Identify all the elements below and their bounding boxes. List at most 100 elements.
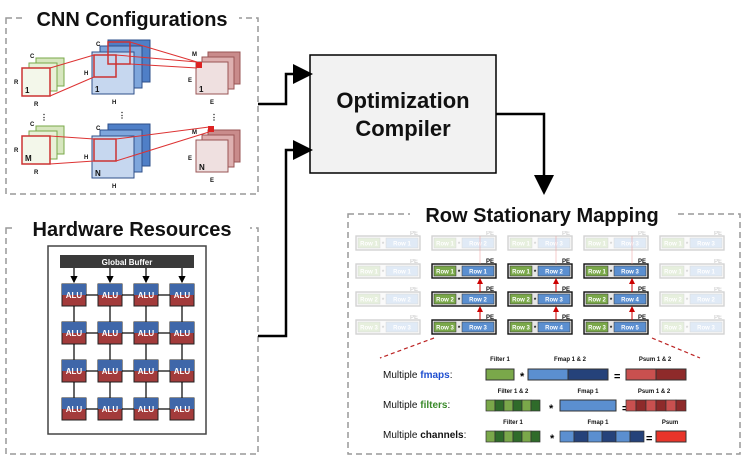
output-fmap-top: M E E 1 bbox=[188, 51, 241, 106]
bar-segment bbox=[625, 399, 637, 412]
pe-filter-row: Row 1 bbox=[512, 270, 530, 276]
fmap-index-n: N bbox=[95, 169, 101, 178]
pe-label: PE bbox=[714, 315, 722, 321]
multiple-fmaps-row: Multiple fmaps: Filter 1 Fmap 1 & 2 Psum… bbox=[383, 357, 687, 383]
fmaps-filter-bar bbox=[485, 368, 515, 381]
alu-cell: ALU bbox=[97, 283, 123, 307]
output-index-1: 1 bbox=[199, 85, 204, 94]
pe-times: * bbox=[458, 326, 461, 332]
pe-fmap-row: Row 4 bbox=[621, 298, 639, 304]
channels-word: channels bbox=[420, 430, 464, 441]
alu-label: ALU bbox=[174, 329, 191, 338]
pe-label: PE bbox=[562, 259, 570, 265]
bar-segment bbox=[485, 430, 496, 443]
pe-filter-row: Row 1 bbox=[512, 242, 530, 248]
output-dots: ⋮ bbox=[210, 113, 218, 122]
conv-projection-lines bbox=[49, 41, 210, 165]
pe-fmap-row: Row 4 bbox=[545, 326, 563, 332]
filter-index-1: 1 bbox=[25, 86, 30, 95]
pe-filter-row: Row 2 bbox=[588, 298, 606, 304]
channels-result-label: Psum bbox=[662, 420, 678, 426]
filter-r-label-h2: R bbox=[34, 170, 39, 176]
multiple-filters-row: Multiple filters: Filter 1 & 2 Fmap 1 Ps… bbox=[383, 389, 687, 415]
channels-operand1-label: Filter 1 bbox=[503, 420, 523, 426]
pe-label: PE bbox=[714, 287, 722, 293]
pe-times: * bbox=[686, 242, 689, 248]
fmaps-result-label: Psum 1 & 2 bbox=[639, 357, 672, 363]
pe-filter-row: Row 1 bbox=[588, 242, 606, 248]
bar-segment bbox=[629, 430, 645, 443]
pe-filter-row: Row 3 bbox=[436, 326, 454, 332]
bar-segment bbox=[601, 430, 617, 443]
bar-segment bbox=[559, 430, 575, 443]
pe-filter-row: Row 2 bbox=[360, 298, 378, 304]
filters-fmap-bar bbox=[559, 399, 617, 412]
multiple-channels-row: Multiple channels: Filter 1 Fmap 1 Psum … bbox=[383, 420, 687, 445]
pe-filter-row: Row 3 bbox=[664, 326, 682, 332]
channels-psum-bar bbox=[655, 430, 687, 443]
alu-label: ALU bbox=[138, 291, 155, 300]
alu-label: ALU bbox=[174, 367, 191, 376]
alu-label: ALU bbox=[102, 329, 119, 338]
fmap-h-label-h2: H bbox=[112, 184, 116, 190]
fmap-dots: ⋮ bbox=[118, 111, 126, 120]
bar-segment bbox=[530, 399, 541, 412]
pe-times: * bbox=[686, 270, 689, 276]
pe-fmap-row: Row 1 bbox=[393, 242, 411, 248]
pe-filter-row: Row 1 bbox=[588, 270, 606, 276]
filter-index-m: M bbox=[25, 154, 32, 163]
pe-times: * bbox=[458, 270, 461, 276]
output-fmap-bottom: M E E N bbox=[188, 126, 241, 184]
filters-line: Multiple filters: bbox=[383, 400, 450, 411]
fmaps-word: fmaps bbox=[420, 370, 450, 381]
channels-blue-bars bbox=[559, 430, 645, 443]
channels-line: Multiple channels: bbox=[383, 430, 466, 441]
bar-segment bbox=[665, 399, 677, 412]
alu-label: ALU bbox=[138, 405, 155, 414]
fmaps-line: Multiple fmaps: bbox=[383, 370, 452, 381]
pe-fmap-row: Row 1 bbox=[393, 270, 411, 276]
alu-cell: ALU bbox=[133, 283, 159, 307]
pe-label: PE bbox=[714, 259, 722, 265]
pe-fmap-row: Row 3 bbox=[469, 326, 487, 332]
fmap-c-label-2: C bbox=[96, 126, 101, 132]
output-m-label: M bbox=[192, 52, 197, 58]
filters-green-bars bbox=[485, 399, 541, 412]
pe-fmap-row: Row 3 bbox=[621, 242, 639, 248]
fmaps-times: * bbox=[520, 371, 525, 383]
pe-filter-row: Row 2 bbox=[512, 298, 530, 304]
pe-filter-row: Row 1 bbox=[664, 270, 682, 276]
alu-cell: ALU bbox=[169, 321, 195, 345]
bar-segment bbox=[615, 430, 631, 443]
zoom-line-right bbox=[651, 337, 701, 359]
filter-r-label-v: R bbox=[14, 80, 19, 86]
filter-c-label: C bbox=[30, 54, 35, 60]
filter-r-label-h: R bbox=[34, 102, 39, 108]
alu-cell: ALU bbox=[169, 397, 195, 421]
alu-cell: ALU bbox=[61, 397, 87, 421]
zoom-line-left bbox=[379, 337, 435, 359]
pe-label: PE bbox=[486, 231, 494, 237]
fmaps-psum-bar-2 bbox=[655, 368, 687, 381]
channels-prefix: Multiple bbox=[383, 430, 420, 441]
hw-title: Hardware Resources bbox=[33, 219, 232, 241]
compiler-line2: Compiler bbox=[355, 116, 451, 141]
channels-operand2-label: Fmap 1 bbox=[587, 420, 609, 426]
alu-cell: ALU bbox=[61, 359, 87, 383]
pe-filter-row: Row 3 bbox=[512, 326, 530, 332]
pe-label: PE bbox=[638, 231, 646, 237]
